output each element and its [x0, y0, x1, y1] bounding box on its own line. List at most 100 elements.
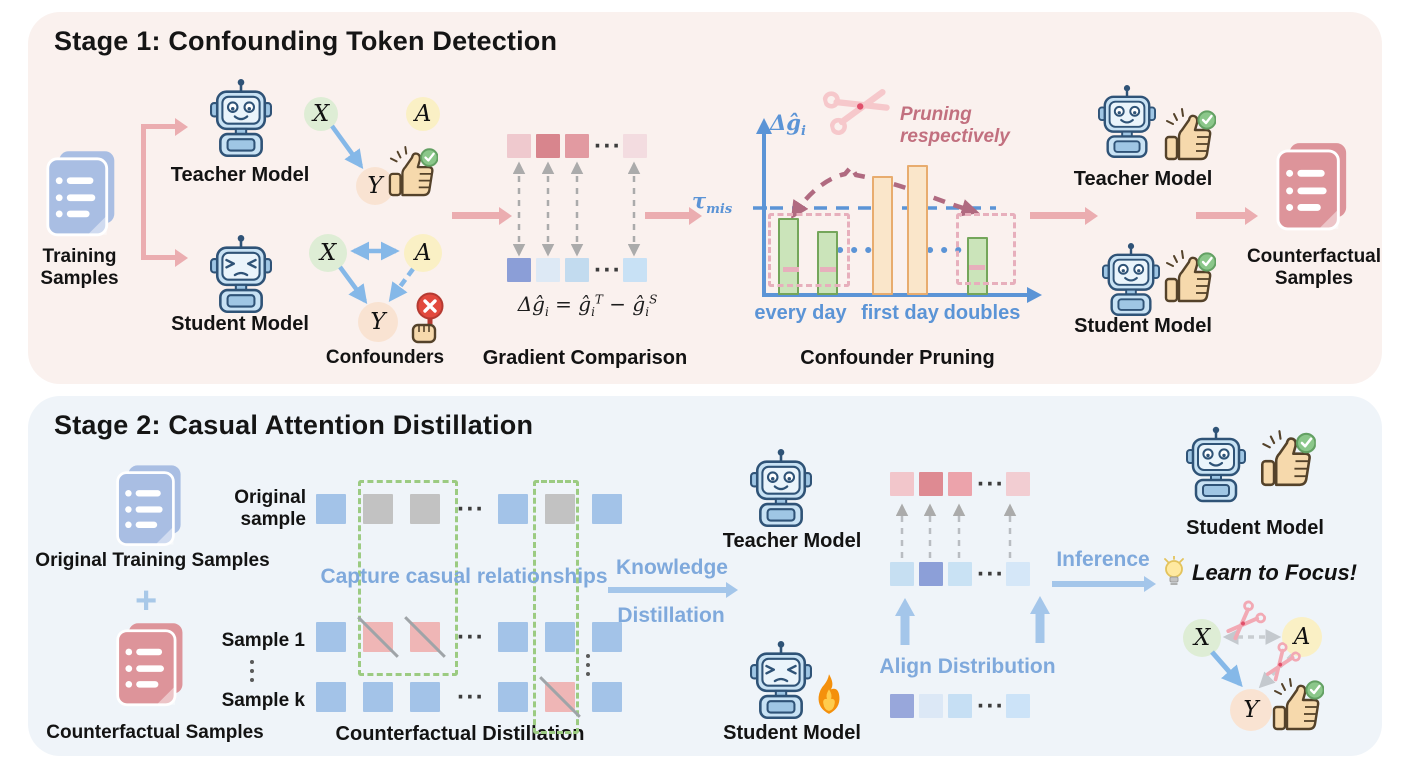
pruning-axis-label: Δĝi [770, 110, 806, 140]
node-y-student: Y [358, 302, 398, 342]
learn-to-focus-label: Learn to Focus! [1192, 560, 1358, 585]
capture-box-wide [358, 480, 458, 676]
node-a-final: A [1282, 617, 1322, 657]
bar-cut-mark [969, 265, 985, 270]
align-arrows [895, 503, 1050, 645]
xlabel-every-day: every day [754, 302, 847, 324]
align-student-row: ··· [890, 560, 1030, 588]
bar-cut-mark [820, 267, 836, 272]
teacher-robot-stage2-icon [750, 446, 812, 529]
node-x-teacher: X [304, 97, 338, 131]
student-model-label: Student Model [171, 313, 309, 335]
flow-arrow-4 [1196, 212, 1246, 219]
token-cell [948, 472, 972, 496]
plus-sign: + [135, 580, 158, 622]
ellipsis: ··· [457, 623, 485, 651]
student-robot-final-icon [1186, 424, 1246, 504]
counterfactual-samples-label: Counterfactual Samples [1246, 246, 1382, 290]
token-cell-blue [592, 622, 622, 652]
thumbs-up-icon [1260, 428, 1316, 488]
fire-icon [812, 672, 846, 718]
token-cell-gray [363, 494, 393, 524]
final-graph-arrows [1210, 629, 1294, 689]
knowledge-label: Knowledge [615, 556, 728, 579]
row-label-sample1: Sample 1 [221, 630, 305, 651]
token-cell [623, 258, 647, 282]
token-cell [623, 134, 647, 158]
gradient-formula: Δĝi = ĝiT − ĝiS [517, 292, 658, 319]
ellipsis: ··· [457, 683, 485, 711]
thumbs-up-icon [1164, 248, 1216, 304]
node-a-student: A [404, 234, 442, 272]
pruning-bar [907, 165, 928, 295]
token-cell-pinkslash [410, 622, 440, 652]
token-cell-blue [498, 494, 528, 524]
bar-cut-mark [783, 267, 799, 272]
stage1-panel [28, 12, 1382, 384]
ellipsis: ··· [594, 132, 622, 160]
ellipsis: ··· [594, 256, 622, 284]
formula-delta-g: Δĝ [517, 292, 545, 316]
counterfactual-distillation-caption: Counterfactual Distillation [335, 723, 585, 745]
branch-line [141, 124, 146, 260]
gradient-compare-arrows [512, 161, 641, 257]
original-training-samples-icon [114, 462, 186, 548]
align-teacher-row: ··· [890, 472, 1030, 497]
stage1-title: Stage 1: Confounding Token Detection [54, 26, 558, 56]
ellipsis: ··· [457, 495, 485, 523]
ellipsis: ··· [977, 692, 1005, 720]
token-cell [890, 562, 914, 586]
flow-arrow-1 [452, 212, 500, 219]
xlabel-first-day: first day [861, 302, 939, 324]
token-cell [536, 258, 560, 282]
student-robot-right-icon [1102, 240, 1160, 318]
flow-arrow-2 [645, 212, 690, 219]
thumbs-up-icon [388, 144, 438, 198]
token-cell [507, 134, 531, 158]
lightbulb-icon [1162, 556, 1186, 588]
pruning-bar [817, 231, 838, 295]
node-a-teacher: A [406, 97, 440, 131]
node-x-student: X [309, 234, 347, 272]
token-cell-blue [498, 622, 528, 652]
gradient-comparison-caption: Gradient Comparison [482, 347, 688, 369]
vertical-ellipsis [250, 660, 254, 682]
node-x-final: X [1183, 619, 1221, 657]
token-cell-blue [410, 682, 440, 712]
token-cell [919, 562, 943, 586]
token-cell-blue [316, 494, 346, 524]
student-model-stage2-label: Student Model [723, 722, 861, 744]
inference-label: Inference [1056, 548, 1150, 571]
branch-arm-bottom [141, 255, 177, 260]
token-cell-blue [363, 682, 393, 712]
vertical-ellipsis [586, 654, 590, 676]
branch-arm-top [141, 124, 177, 129]
token-cell [536, 134, 560, 158]
xlabel-doubles: doubles [943, 302, 1021, 324]
student-model-final-label: Student Model [1186, 517, 1324, 539]
ellipsis: ··· [977, 560, 1005, 588]
token-cell [919, 694, 943, 718]
branch-arrowhead-top [175, 117, 188, 136]
pruning-bar [778, 218, 799, 295]
token-cell [565, 134, 589, 158]
stage2-title: Stage 2: Casual Attention Distillation [54, 410, 534, 440]
training-samples-label: Training Samples [40, 246, 119, 290]
token-cell-blue [316, 682, 346, 712]
teacher-robot-icon [210, 76, 272, 159]
teacher-robot-right-icon [1098, 82, 1156, 160]
capture-relationships-label: Capture casual relationships [320, 565, 608, 588]
node-y-teacher: Y [356, 167, 394, 205]
row-label-samplek: Sample k [221, 690, 305, 711]
counterfactual-samples-icon-2 [114, 620, 188, 708]
token-cell [948, 562, 972, 586]
student-model-right-label: Student Model [1074, 315, 1212, 337]
original-training-samples-label: Original Training Samples [35, 550, 270, 571]
training-samples-icon [44, 148, 120, 238]
token-cell [1006, 694, 1030, 718]
capture-box-narrow [533, 480, 579, 734]
token-cell [1006, 562, 1030, 586]
inference-arrow [1052, 581, 1144, 587]
token-cell-gray [545, 494, 575, 524]
